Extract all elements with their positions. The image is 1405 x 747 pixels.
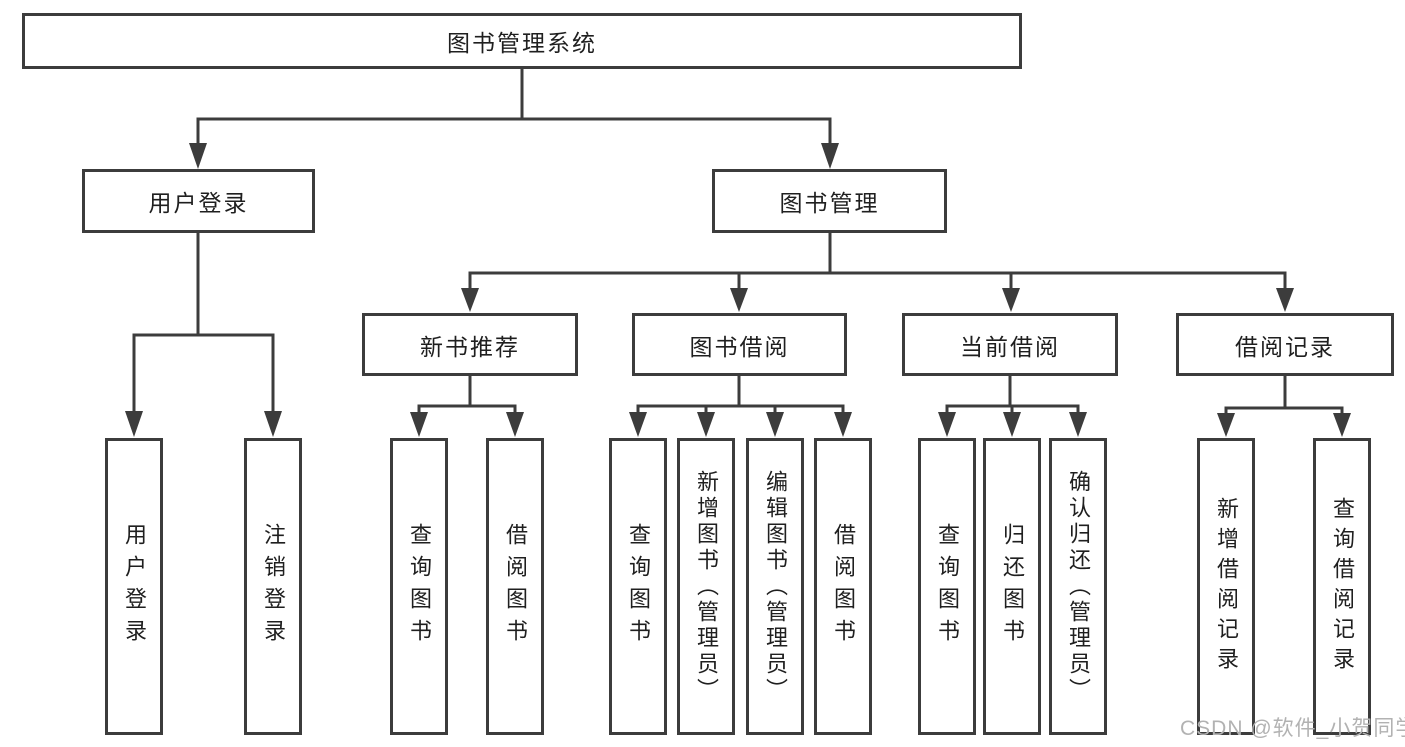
node-new-book-recommend: 新书推荐 (362, 313, 578, 376)
leaf-label: 查询借阅记录 (1330, 496, 1355, 677)
node-leaf-user-login: 用户登录 (105, 438, 163, 735)
leaf-label: 借阅图书 (831, 522, 856, 651)
node-leaf-add-borrow-record: 新增借阅记录 (1197, 438, 1255, 735)
node-leaf-query-borrow-record: 查询借阅记录 (1313, 438, 1371, 735)
node-leaf-confirm-return-admin: 确认归还（管理员） (1049, 438, 1107, 735)
node-leaf-query-books-borrow: 查询图书 (609, 438, 667, 735)
node-book-management: 图书管理 (712, 169, 947, 233)
leaf-label: 注销登录 (261, 522, 286, 651)
leaf-label: 新增借阅记录 (1214, 496, 1239, 677)
node-user-login: 用户登录 (82, 169, 315, 233)
leaf-label: 归还图书 (1000, 522, 1025, 651)
node-leaf-return-book: 归还图书 (983, 438, 1041, 735)
node-leaf-query-books-current: 查询图书 (918, 438, 976, 735)
node-book-borrow: 图书借阅 (632, 313, 847, 376)
leaf-label: 查询图书 (935, 522, 960, 651)
node-leaf-borrow-books-recommend: 借阅图书 (486, 438, 544, 735)
node-leaf-query-books-recommend: 查询图书 (390, 438, 448, 735)
leaf-label: 新增图书（管理员） (694, 469, 719, 704)
node-leaf-logout: 注销登录 (244, 438, 302, 735)
leaf-label: 编辑图书（管理员） (763, 469, 788, 704)
node-leaf-add-book-admin: 新增图书（管理员） (677, 438, 735, 735)
leaf-label: 查询图书 (407, 522, 432, 651)
node-library-management-system: 图书管理系统 (22, 13, 1022, 69)
node-leaf-borrow-books: 借阅图书 (814, 438, 872, 735)
node-borrow-records: 借阅记录 (1176, 313, 1394, 376)
leaf-label: 确认归还（管理员） (1066, 469, 1091, 704)
leaf-label: 用户登录 (122, 522, 147, 651)
leaf-label: 查询图书 (626, 522, 651, 651)
node-current-borrow: 当前借阅 (902, 313, 1118, 376)
leaf-label: 借阅图书 (503, 522, 528, 651)
node-leaf-edit-book-admin: 编辑图书（管理员） (746, 438, 804, 735)
watermark: CSDN @软件_小贺同学 (1180, 717, 1405, 740)
